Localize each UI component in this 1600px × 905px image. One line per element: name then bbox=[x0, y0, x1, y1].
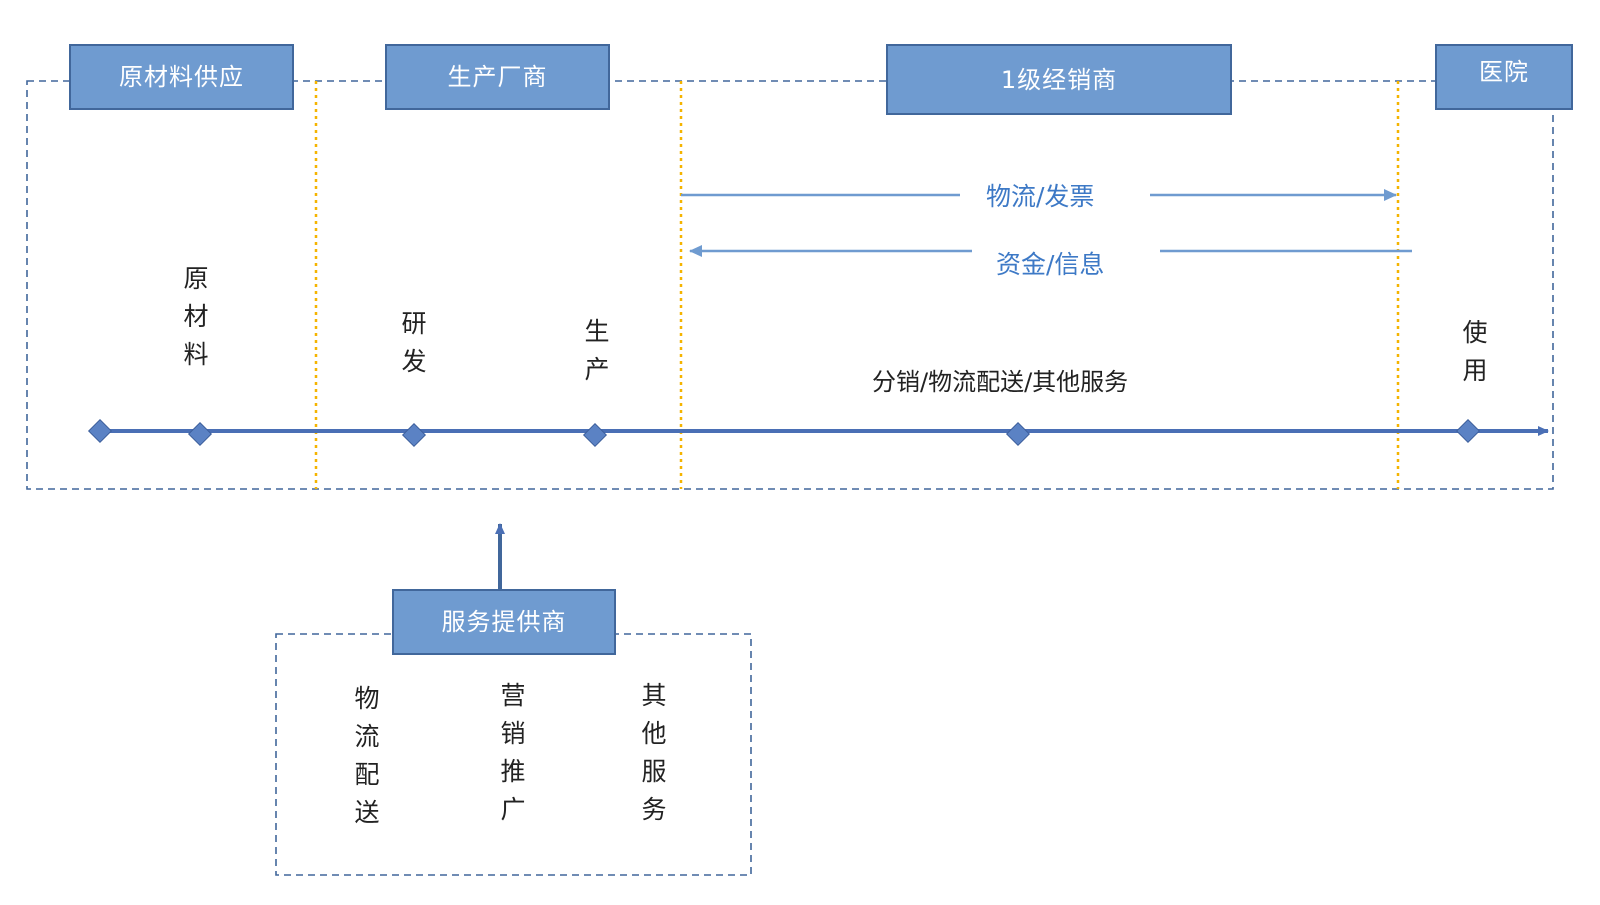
stage-raw-material-supply: 原材料供应 bbox=[69, 44, 294, 110]
stage-manufacturer: 生产厂商 bbox=[385, 44, 610, 110]
main-frame bbox=[26, 80, 1554, 490]
timeline-label-raw-material: 原 材 料 bbox=[183, 264, 209, 369]
stage-hospital: 医院 bbox=[1435, 44, 1573, 110]
stage-label: 生产厂商 bbox=[447, 63, 548, 91]
flow-label-logistics-invoice: 物流/发票 bbox=[972, 177, 1109, 213]
timeline-label-distribution: 分销/物流配送/其他服务 bbox=[872, 368, 1129, 396]
timeline-marker bbox=[87, 418, 113, 444]
stage-label: 1级经销商 bbox=[1000, 65, 1118, 94]
provider-frame bbox=[275, 633, 752, 876]
stage-distributor: 1级经销商 bbox=[886, 44, 1232, 115]
timeline-markers bbox=[87, 418, 1481, 448]
timeline-label-usage: 使 用 bbox=[1462, 318, 1488, 385]
stage-label: 原材料供应 bbox=[119, 63, 244, 91]
stage-label: 医院 bbox=[1479, 58, 1529, 86]
timeline-marker bbox=[187, 421, 213, 447]
service-other: 其 他 服 务 bbox=[641, 681, 667, 824]
flow-label-funds-info: 资金/信息 bbox=[982, 245, 1119, 281]
timeline-marker bbox=[582, 422, 608, 448]
provider-title-text: 服务提供商 bbox=[441, 608, 567, 636]
service-logistics: 物 流 配 送 bbox=[354, 684, 380, 827]
timeline-marker bbox=[401, 422, 427, 448]
service-provider-title: 服务提供商 bbox=[392, 589, 616, 655]
timeline-label-production: 生 产 bbox=[584, 317, 610, 384]
timeline-label-rnd: 研 发 bbox=[401, 309, 427, 376]
timeline-marker bbox=[1455, 418, 1481, 444]
service-marketing: 营 销 推 广 bbox=[500, 681, 526, 824]
timeline-marker bbox=[1005, 421, 1031, 447]
